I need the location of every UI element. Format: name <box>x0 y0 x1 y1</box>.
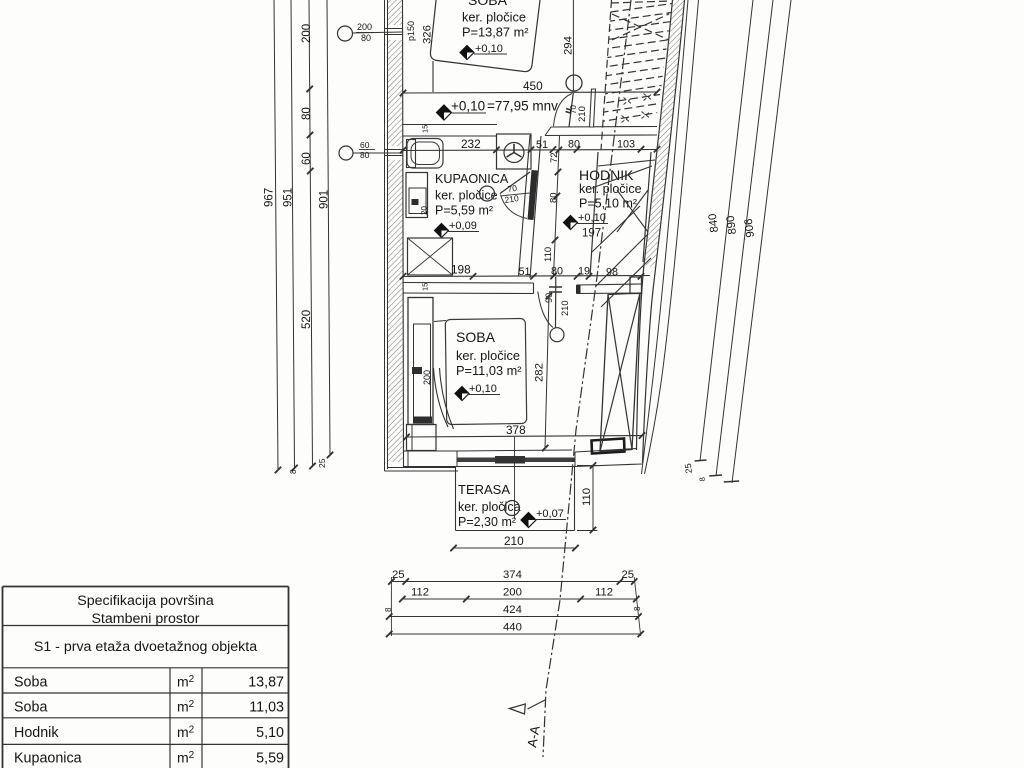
svg-text:103: 103 <box>617 139 635 151</box>
svg-text:5,10: 5,10 <box>256 725 284 741</box>
svg-text:840: 840 <box>707 213 721 233</box>
svg-text:450: 450 <box>523 79 543 93</box>
svg-text:19: 19 <box>578 266 590 278</box>
svg-text:80: 80 <box>301 107 313 120</box>
svg-text:200: 200 <box>422 370 432 385</box>
svg-text:15: 15 <box>421 283 430 291</box>
svg-text:8: 8 <box>289 469 298 474</box>
svg-text:8: 8 <box>698 477 707 482</box>
svg-text:25: 25 <box>622 569 635 581</box>
svg-text:25: 25 <box>317 458 327 468</box>
svg-text:+0,10: +0,10 <box>469 383 497 395</box>
svg-text:112: 112 <box>411 587 429 599</box>
svg-text:520: 520 <box>301 310 313 329</box>
svg-text:ker. pločice: ker. pločice <box>579 182 642 196</box>
svg-text:98: 98 <box>606 267 618 279</box>
svg-text:210: 210 <box>504 534 524 548</box>
svg-text:901: 901 <box>319 190 331 209</box>
svg-text:80: 80 <box>360 150 370 160</box>
svg-text:200: 200 <box>301 24 313 43</box>
svg-text:378: 378 <box>506 423 526 437</box>
svg-text:HODNIK: HODNIK <box>579 167 634 183</box>
svg-text:210: 210 <box>560 300 570 316</box>
svg-text:SOBA: SOBA <box>468 0 508 8</box>
svg-text:ker. pločice: ker. pločice <box>462 10 526 25</box>
svg-text:KUPAONICA: KUPAONICA <box>435 172 509 186</box>
svg-text:8: 8 <box>384 607 393 612</box>
svg-text:13,87: 13,87 <box>248 675 284 691</box>
svg-text:Soba: Soba <box>14 675 47 691</box>
svg-text:Hodnik: Hodnik <box>14 725 59 741</box>
svg-text:60: 60 <box>360 140 370 150</box>
svg-text:70: 70 <box>569 105 578 114</box>
svg-text:20: 20 <box>420 206 429 215</box>
svg-text:282: 282 <box>534 363 546 382</box>
svg-text:424: 424 <box>503 604 522 616</box>
svg-text:+0,10: +0,10 <box>451 99 485 114</box>
svg-text:Specifikacija površina: Specifikacija površina <box>77 593 214 609</box>
svg-text:210: 210 <box>504 193 520 205</box>
svg-text:TERASA: TERASA <box>458 482 510 497</box>
svg-text:951: 951 <box>283 188 295 207</box>
svg-text:P=5,59 m²: P=5,59 m² <box>435 204 493 218</box>
svg-text:Soba: Soba <box>14 700 47 716</box>
svg-text:15: 15 <box>421 125 430 133</box>
svg-text:5,59: 5,59 <box>256 751 284 767</box>
svg-text:80: 80 <box>551 266 563 278</box>
svg-text:200: 200 <box>503 587 522 599</box>
svg-text:72: 72 <box>549 152 560 163</box>
svg-text:440: 440 <box>503 622 522 634</box>
svg-text:80: 80 <box>549 192 560 203</box>
svg-text:198: 198 <box>451 263 471 277</box>
svg-text:Stambeni prostor: Stambeni prostor <box>91 611 199 627</box>
svg-text:+0,07: +0,07 <box>536 508 564 520</box>
svg-text:110: 110 <box>543 247 554 262</box>
svg-text:Kupaonica: Kupaonica <box>14 751 82 767</box>
svg-text:+0,10: +0,10 <box>475 43 503 55</box>
svg-text:60: 60 <box>301 152 313 165</box>
svg-text:80: 80 <box>568 139 580 151</box>
svg-text:P=11,03 m²: P=11,03 m² <box>456 363 522 378</box>
svg-text:80: 80 <box>361 33 371 43</box>
svg-text:P=5,10 m²: P=5,10 m² <box>579 197 637 211</box>
svg-text:+0,09: +0,09 <box>449 220 477 232</box>
svg-text:110: 110 <box>581 488 593 506</box>
svg-text:51: 51 <box>519 266 531 278</box>
svg-text:25: 25 <box>683 463 694 474</box>
svg-text:232: 232 <box>461 137 481 151</box>
svg-text:294: 294 <box>563 36 575 55</box>
svg-text:p150: p150 <box>406 21 416 41</box>
svg-text:51: 51 <box>536 139 548 151</box>
svg-text:ker. pločice: ker. pločice <box>456 348 520 363</box>
svg-text:197: 197 <box>582 228 601 240</box>
svg-text:+0,10: +0,10 <box>578 212 606 224</box>
svg-text:967: 967 <box>264 188 276 207</box>
svg-text:=77,95 mnv: =77,95 mnv <box>487 99 558 114</box>
svg-text:374: 374 <box>503 569 522 581</box>
svg-text:906: 906 <box>743 218 757 238</box>
svg-text:SOBA: SOBA <box>456 329 496 345</box>
svg-text:112: 112 <box>595 587 613 599</box>
svg-text:200: 200 <box>357 22 372 32</box>
svg-text:S1 - prva etaža dvoetažnog obj: S1 - prva etaža dvoetažnog objekta <box>34 639 257 655</box>
svg-text:11,03: 11,03 <box>249 700 284 716</box>
svg-text:210: 210 <box>577 106 588 122</box>
svg-text:326: 326 <box>422 25 434 44</box>
svg-text:25: 25 <box>392 569 405 581</box>
svg-text:P=2,30 m²: P=2,30 m² <box>458 515 516 529</box>
svg-text:ker. pločica: ker. pločica <box>458 500 521 514</box>
svg-text:70: 70 <box>507 183 518 194</box>
svg-text:890: 890 <box>725 215 739 235</box>
svg-text:A-A: A-A <box>524 724 543 748</box>
svg-text:P=13,87 m²: P=13,87 m² <box>462 25 529 40</box>
